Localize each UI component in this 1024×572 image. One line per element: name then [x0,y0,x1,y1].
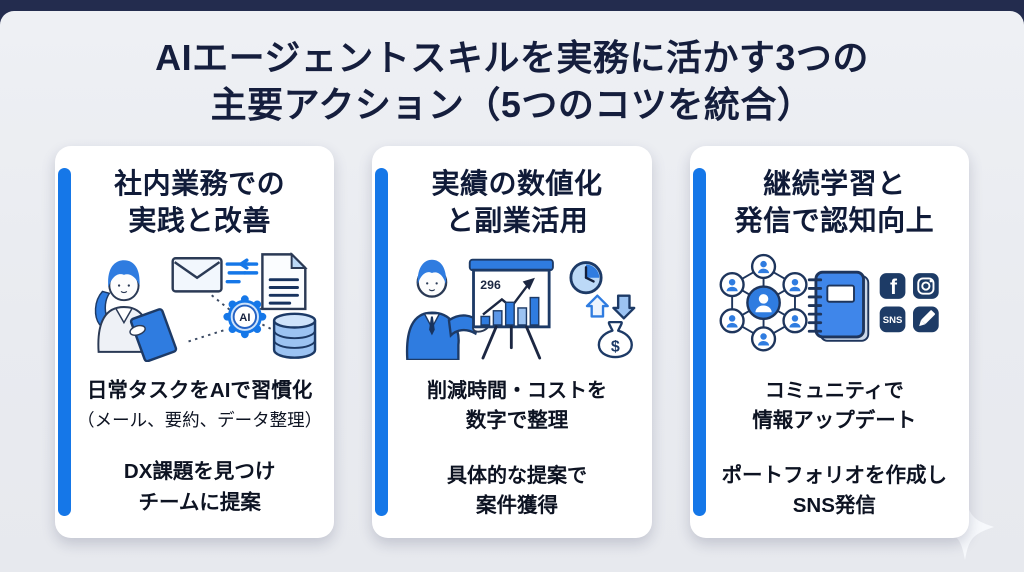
presenter-chart-illustration: 296 [392,246,641,368]
document-icon [260,251,308,311]
card-body-1: 日常タスクをAIで習慣化 （メール、要約、データ整理） [75,376,324,433]
page-title: AIエージェントスキルを実務に活かす3つの 主要アクション（5つのコツを統合） [0,35,1024,129]
body-line: 日常タスクをAIで習慣化 [86,378,313,402]
body-line: 削減時間・コストを [426,379,607,402]
notebook-icon [808,271,870,343]
card-title-line1: 継続学習と [763,168,906,199]
body-line: 案件獲得 [475,493,558,517]
card-internal-practice: 社内業務での 実践と改善 [55,146,335,538]
top-accent-strip [0,0,1024,11]
card-title-line2: 発信で認知向上 [734,204,935,236]
body-line: チームに提案 [138,490,261,514]
card-title: 継続学習と 発信で認知向上 [710,166,959,240]
sns-tile-label: SNS [883,316,903,327]
body-line: SNS発信 [792,494,876,518]
card-accent-bar [375,168,389,516]
card-body-1: 削減時間・コストを 数字で整理 [392,376,641,437]
arrow-up-icon [585,294,609,318]
card-continuous-learning: 継続学習と 発信で認知向上 [689,146,969,538]
community-sns-illustration: f SNS [710,246,959,368]
body-line: 数字で整理 [465,408,569,432]
pencil-icon [913,306,940,333]
page-title-line2: 主要アクション（5つのコツを統合） [210,83,814,125]
email-icon [171,256,251,293]
community-network-icon [719,254,808,352]
card-body-2: 具体的な提案で 案件獲得 [392,461,641,522]
body-line: ポートフォリオを作成し [721,463,948,487]
summary-arrows-icon [238,258,258,275]
cards-row: 社内業務での 実践と改善 [55,146,969,538]
flipchart-chart-icon: 296 [468,258,554,360]
database-icon [272,312,316,359]
woman-with-tablet-icon [94,260,177,362]
facebook-icon: f [880,273,906,300]
content-panel: AIエージェントスキルを実務に活かす3つの 主要アクション（5つのコツを統合） … [0,11,1024,572]
arrow-down-icon [612,294,636,320]
card-body-2: DX課題を見つけ チームに提案 [75,457,324,519]
svg-text:f: f [890,277,898,300]
card-title-line1: 実績の数値化 [431,168,603,199]
card-title: 実績の数値化 と副業活用 [392,166,641,240]
card-title-line2: と副業活用 [445,204,589,236]
body-line: DX課題を見つけ [123,459,276,483]
card-accent-bar [692,168,706,516]
card-body-2: ポートフォリオを作成し SNS発信 [710,461,959,523]
money-symbol-label: $ [611,337,620,355]
presenter-man-icon [405,259,491,360]
card-accent-bar [58,168,71,516]
card-title-line1: 社内業務での [114,168,286,199]
money-bag-icon: $ [597,320,633,359]
woman-with-tablet-illustration: AI [75,246,324,368]
body-line: コミュニティで [764,379,904,402]
clock-icon [569,261,603,295]
card-body-1: コミュニティで 情報アップデート [710,376,959,437]
card-title-line2: 実践と改善 [128,204,271,236]
body-line: 情報アップデート [752,408,917,432]
body-line: 具体的な提案で [446,464,587,487]
ai-gear-icon: AI [223,295,266,339]
card-title: 社内業務での 実践と改善 [75,166,324,240]
card-quantify-results: 実績の数値化 と副業活用 [372,146,652,538]
instagram-icon [913,273,940,300]
ai-badge-label: AI [239,312,250,324]
sns-tile: SNS [880,306,906,333]
page-title-line1: AIエージェントスキルを実務に活かす3つの [155,37,869,78]
chart-number-label: 296 [480,278,501,292]
body-line: （メール、要約、データ整理） [77,409,323,430]
